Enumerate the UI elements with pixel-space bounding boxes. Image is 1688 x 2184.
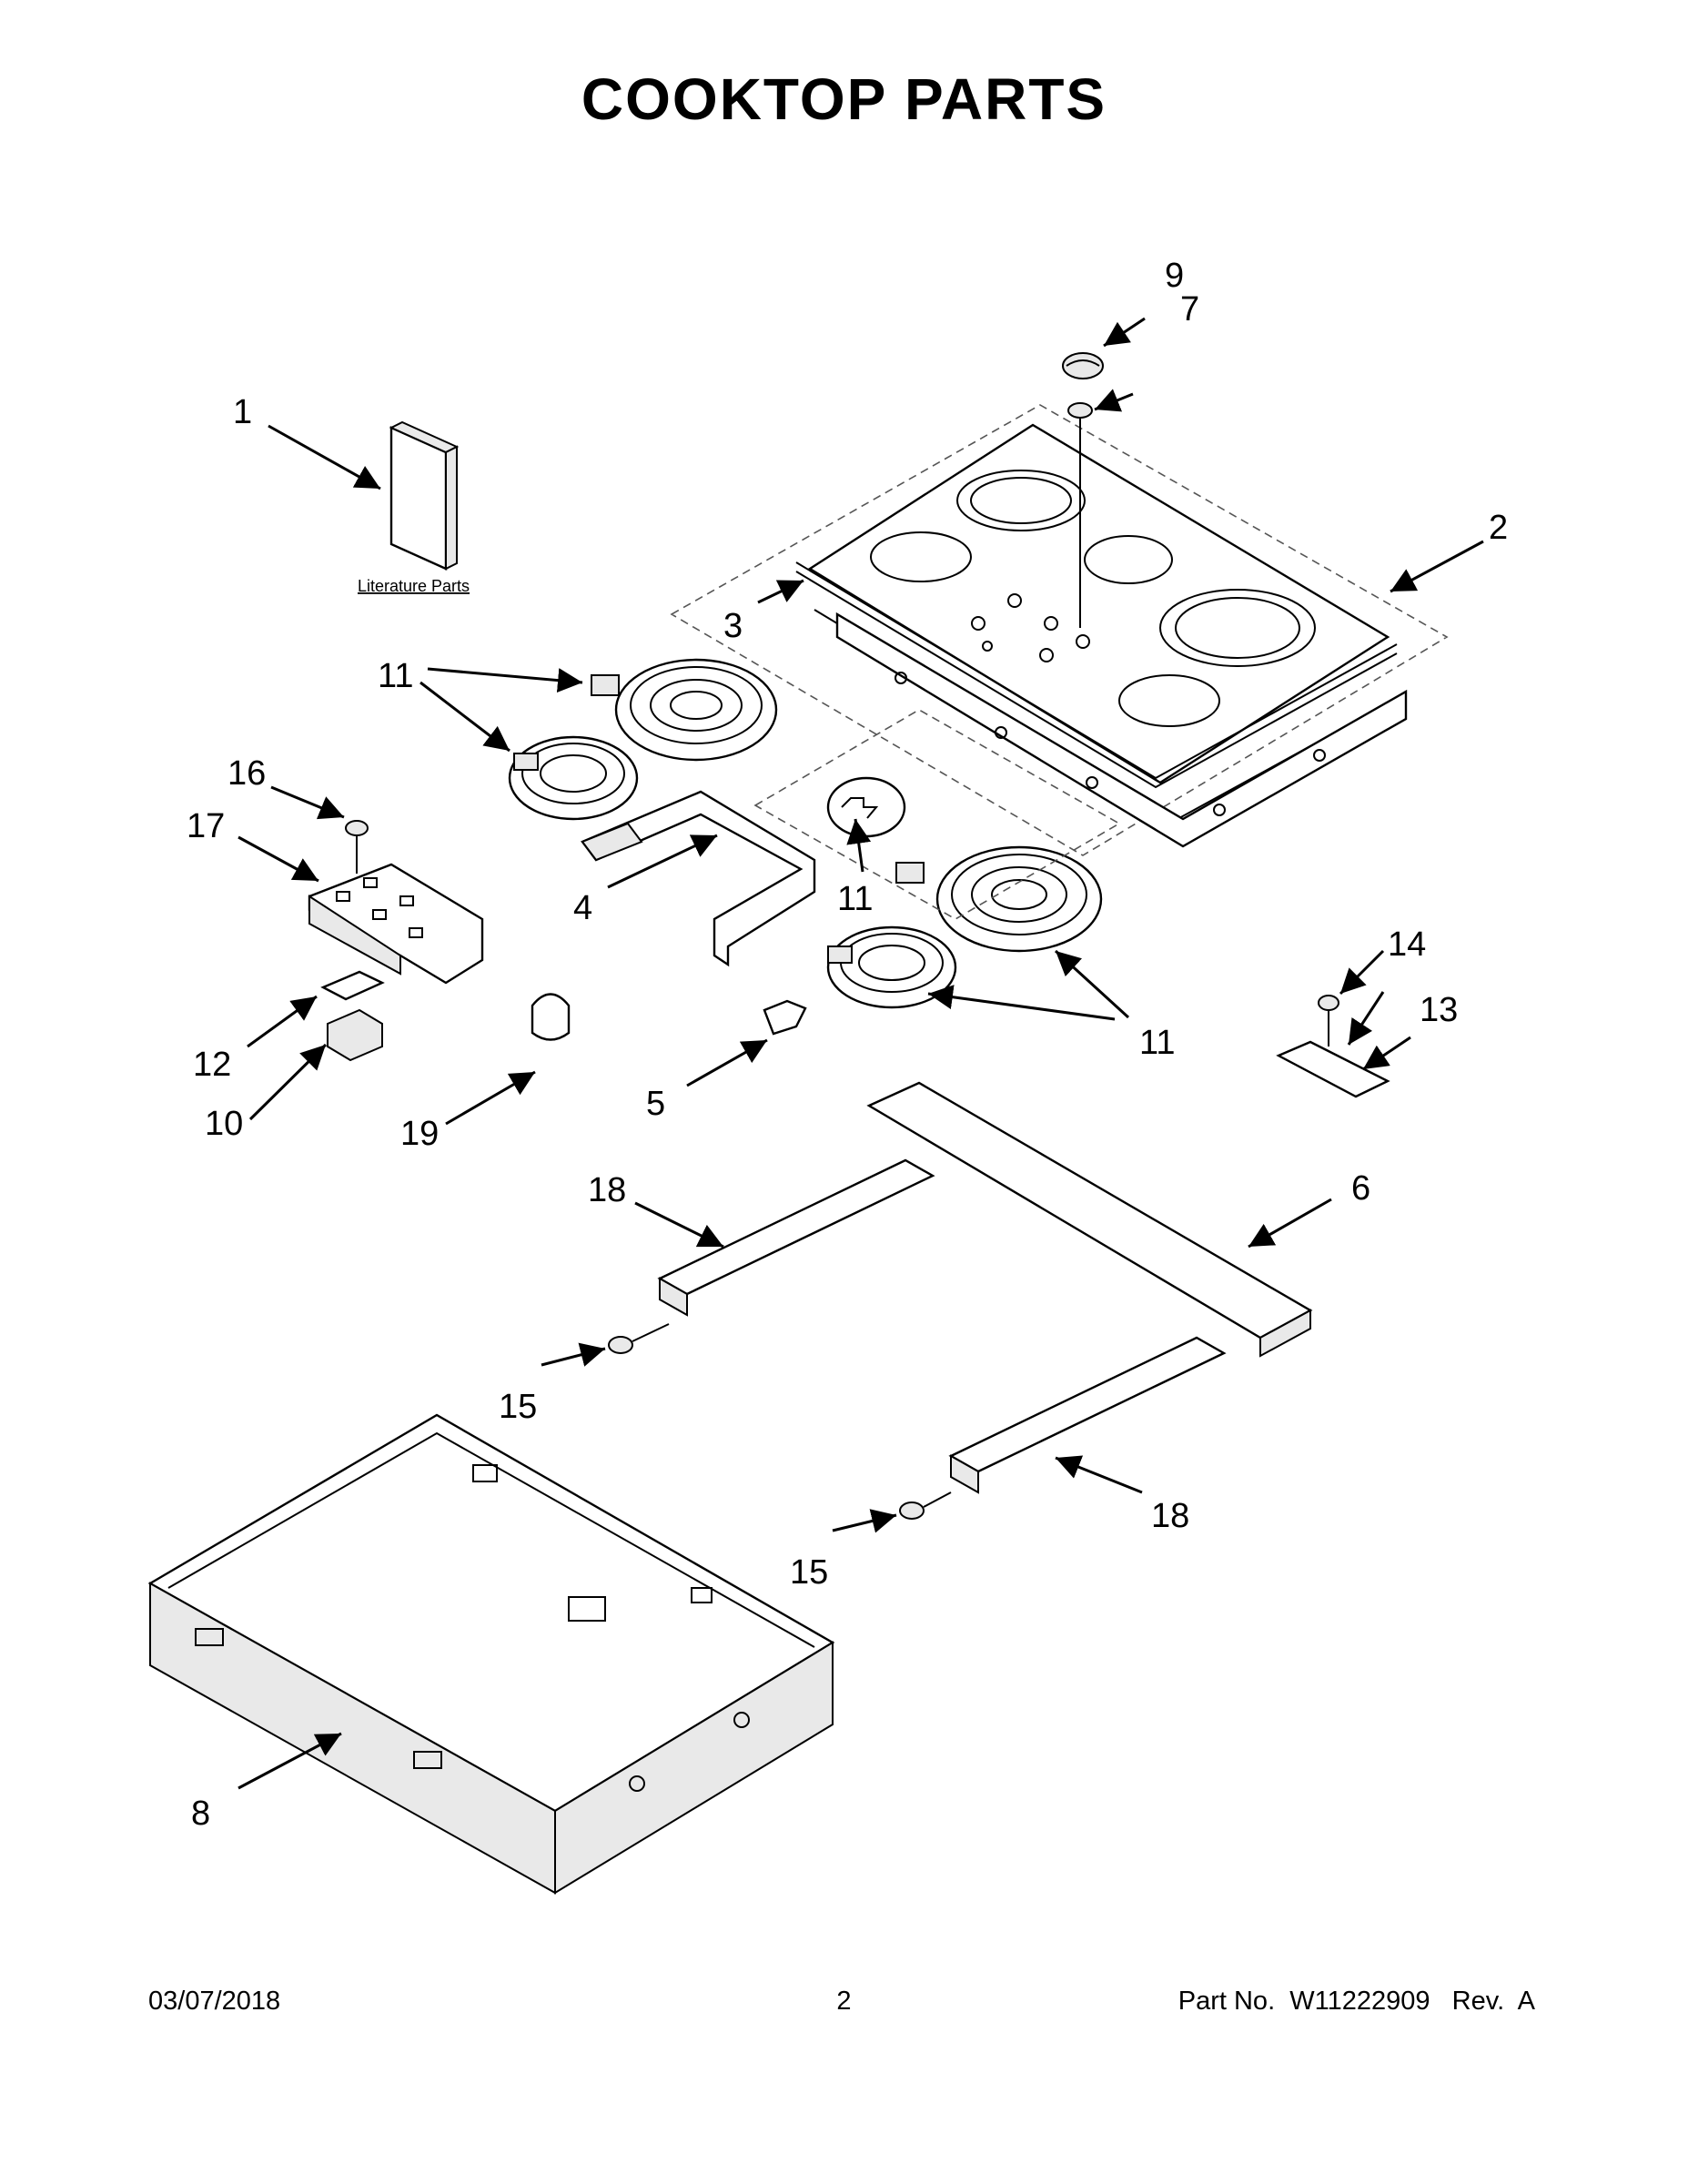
callout-3: 3 — [723, 607, 743, 645]
callout-16: 16 — [227, 754, 266, 793]
callout-2: 2 — [1489, 509, 1508, 547]
thermostat — [531, 993, 571, 1041]
callout-9: 9 — [1165, 257, 1184, 295]
callout-5: 5 — [646, 1085, 665, 1123]
callout-15-upper: 15 — [499, 1388, 537, 1426]
callout-6: 6 — [1351, 1169, 1370, 1208]
control-bracket — [308, 863, 484, 985]
callout-18-lower: 18 — [1151, 1497, 1189, 1535]
callout-1: 1 — [233, 393, 252, 431]
callout-19: 19 — [400, 1115, 439, 1153]
bracket-screw — [345, 820, 369, 874]
leader-lines — [238, 317, 1484, 1790]
infinite-switch — [327, 1008, 383, 1062]
limiter-clip — [763, 999, 807, 1036]
cross-brace — [866, 1081, 1313, 1358]
side-rail-left — [657, 1158, 935, 1317]
callout-11-middle: 11 — [837, 880, 873, 918]
footer-page-number: 2 — [836, 1987, 852, 2016]
footer-date: 03/07/2018 — [148, 1987, 281, 2016]
radiant-element-rear-right — [895, 845, 1103, 953]
callout-8: 8 — [191, 1795, 210, 1833]
callout-14: 14 — [1388, 925, 1426, 964]
rail-screw-upper — [608, 1323, 670, 1354]
page-title: COOKTOP PARTS — [581, 66, 1107, 132]
callout-7: 7 — [1180, 290, 1199, 329]
element-bracket — [581, 790, 816, 967]
knob-seal — [1067, 402, 1093, 628]
callout-4: 4 — [573, 889, 592, 927]
callout-18-upper: 18 — [588, 1171, 626, 1209]
callout-12: 12 — [193, 1046, 231, 1084]
callout-13: 13 — [1420, 991, 1458, 1029]
cooktop-base-box — [147, 1413, 835, 1895]
callout-11-top: 11 — [378, 657, 413, 695]
callout-15-lower: 15 — [790, 1553, 828, 1592]
literature-booklet — [389, 420, 460, 571]
cooktop-frame — [795, 561, 1408, 848]
callout-17: 17 — [187, 807, 225, 845]
callout-11-right: 11 — [1139, 1024, 1175, 1062]
side-rail-right — [948, 1336, 1227, 1494]
radiant-element-rear-left — [591, 658, 778, 762]
glass-cooktop — [670, 404, 1449, 856]
radiant-element-warming-zone — [826, 776, 906, 838]
control-knob — [1062, 352, 1104, 379]
literature-parts-label: Literature Parts — [358, 577, 470, 595]
radiant-element-front-left — [508, 735, 639, 821]
radiant-element-front-right — [826, 925, 957, 1009]
bracket-bolt — [1318, 995, 1339, 1046]
mounting-bracket — [1276, 1040, 1390, 1098]
callout-10: 10 — [205, 1105, 243, 1143]
footer-part-number: Part No. W11222909 Rev. A — [1178, 1987, 1535, 2016]
rail-screw-lower — [899, 1491, 952, 1520]
control-plate — [320, 970, 385, 1001]
callout-numbers: 1 2 3 4 5 6 7 9 8 10 11 11 11 12 13 14 1… — [187, 257, 1508, 1833]
